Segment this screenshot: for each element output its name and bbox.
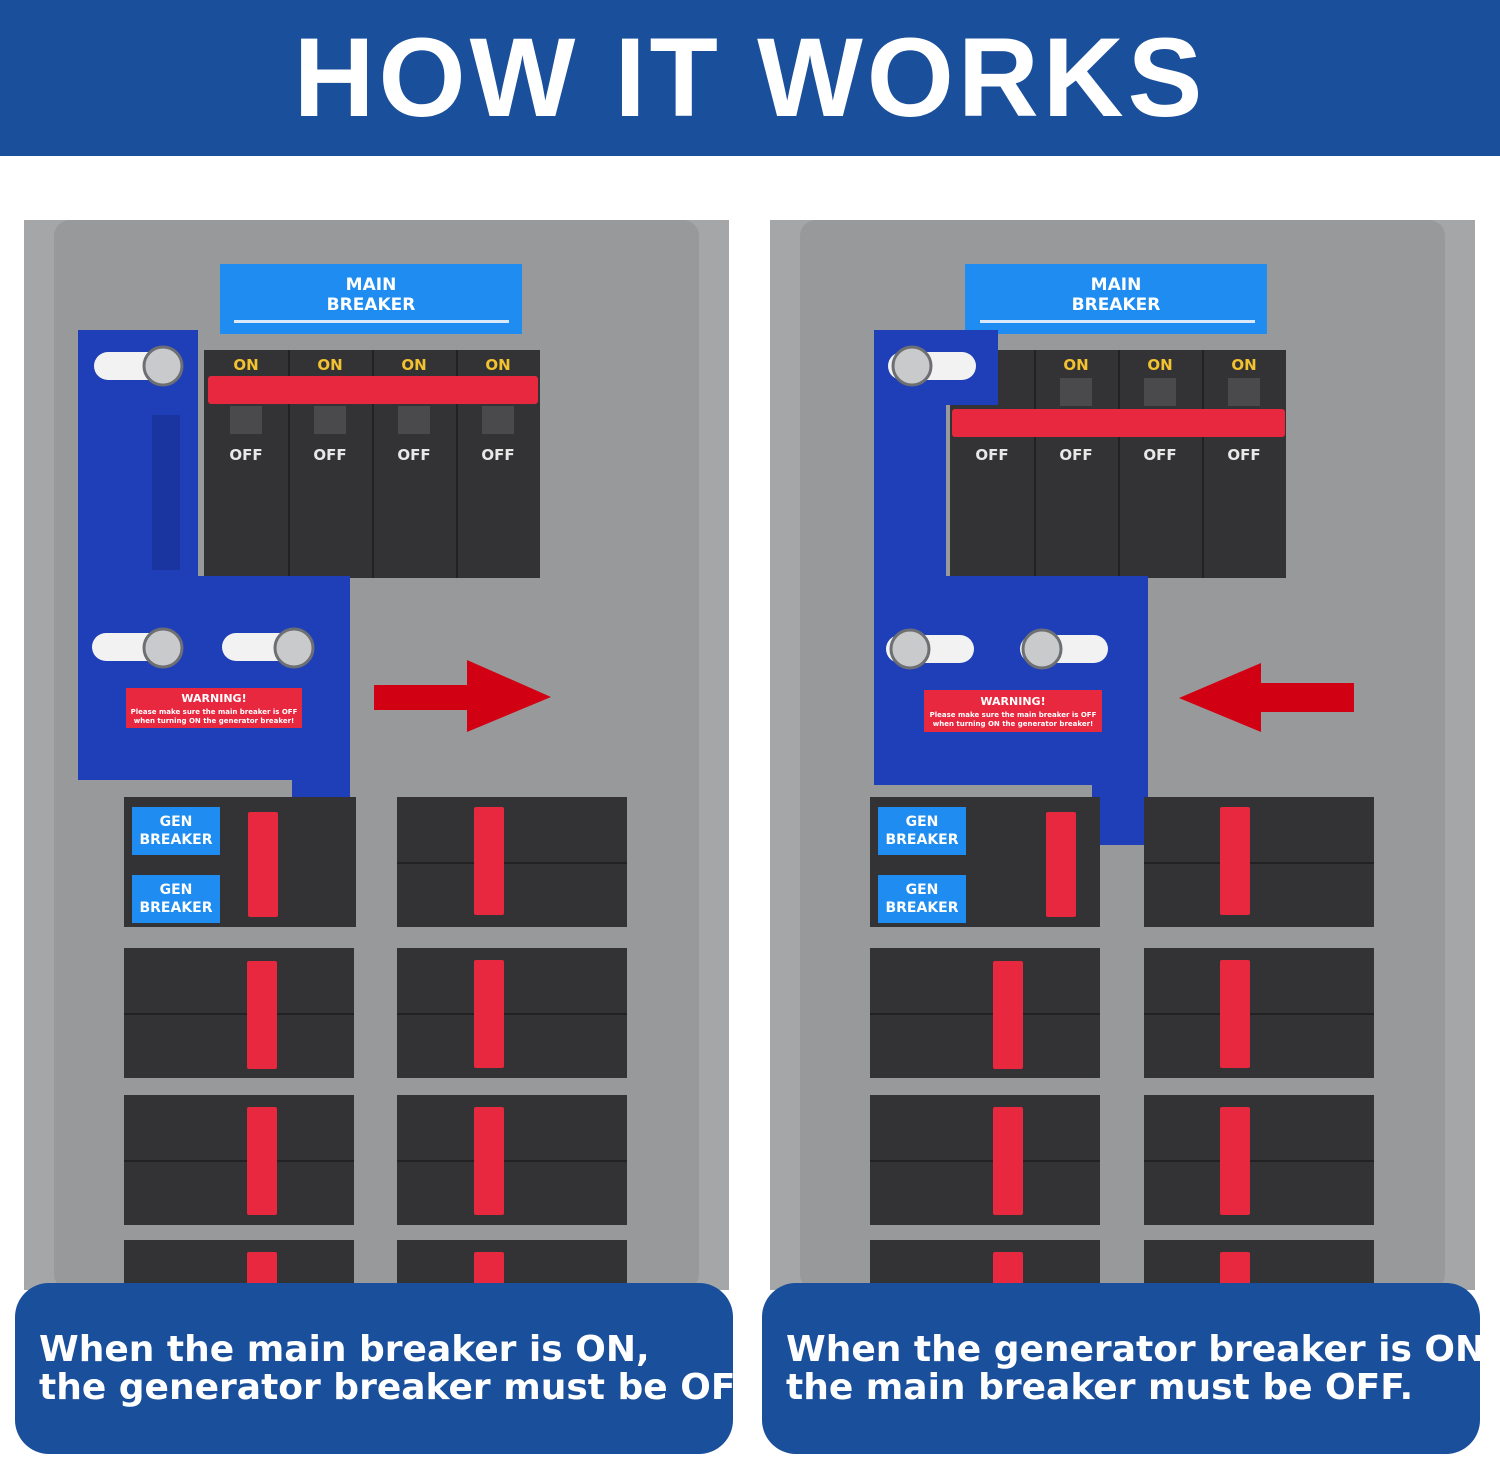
svg-text:ON: ON: [317, 356, 342, 374]
main-breaker-block: ON ON ON ON OFF OFF OFF OFF: [204, 350, 540, 578]
gen-breaker-handle: [1046, 812, 1076, 917]
svg-text:BREAKER: BREAKER: [885, 900, 958, 916]
gen-breaker-label: [878, 875, 966, 923]
svg-text:BREAKER: BREAKER: [1072, 295, 1161, 315]
svg-text:MAIN: MAIN: [1091, 275, 1142, 295]
svg-text:ON: ON: [233, 356, 258, 374]
svg-text:Please make sure the main brea: Please make sure the main breaker is OFF: [930, 711, 1097, 719]
svg-text:when turning ON the generator: when turning ON the generator breaker!: [134, 717, 294, 725]
svg-text:GEN: GEN: [160, 814, 193, 830]
svg-text:BREAKER: BREAKER: [885, 832, 958, 848]
svg-text:when turning ON the generator: when turning ON the generator breaker!: [933, 720, 1093, 728]
svg-text:ON: ON: [1231, 356, 1256, 374]
screw-icon: [142, 345, 184, 387]
main-breaker-label: MAIN BREAKER: [965, 264, 1267, 334]
panel-main-on: MAIN BREAKER ON ON ON ON OFF OFF OFF OFF: [24, 220, 729, 1290]
gen-breaker-block: GEN BREAKER GEN BREAKER: [870, 797, 1100, 927]
main-breaker-handle-bar: [208, 376, 538, 404]
svg-text:GEN: GEN: [906, 882, 939, 898]
svg-text:OFF: OFF: [1227, 446, 1260, 464]
svg-text:Please make sure the main brea: Please make sure the main breaker is OFF: [131, 708, 298, 716]
gen-breaker-block: GEN BREAKER GEN BREAKER: [124, 797, 356, 927]
svg-text:BREAKER: BREAKER: [327, 295, 416, 315]
arrow-right-icon: [374, 660, 551, 732]
screw-icon: [142, 627, 184, 669]
svg-text:ON: ON: [1063, 356, 1088, 374]
caption-right: When the generator breaker is ON, the ma…: [762, 1283, 1499, 1454]
svg-text:ON: ON: [401, 356, 426, 374]
breaker-rows: [870, 797, 1374, 1290]
main-breaker-label: MAIN BREAKER: [220, 264, 522, 334]
caption-line: the main breaker must be OFF.: [786, 1367, 1414, 1408]
caption-left: When the main breaker is ON, the generat…: [15, 1283, 769, 1454]
interlock-plate: WARNING! Please make sure the main break…: [78, 330, 350, 868]
gen-breaker-label: [132, 807, 220, 855]
svg-text:OFF: OFF: [1143, 446, 1176, 464]
screw-icon: [273, 627, 315, 669]
warning-sticker: WARNING! Please make sure the main break…: [126, 688, 302, 728]
warning-sticker: WARNING! Please make sure the main break…: [924, 690, 1102, 732]
svg-text:OFF: OFF: [229, 446, 262, 464]
svg-text:GEN: GEN: [160, 882, 193, 898]
caption-line: When the generator breaker is ON,: [786, 1329, 1499, 1370]
gen-breaker-handle: [248, 812, 278, 917]
gen-breaker-label: [132, 875, 220, 923]
svg-text:OFF: OFF: [975, 446, 1008, 464]
svg-text:BREAKER: BREAKER: [139, 832, 212, 848]
panel-illustration: MAIN BREAKER ON ON ON ON OFF OFF OFF OFF: [24, 220, 729, 1290]
svg-text:OFF: OFF: [1059, 446, 1092, 464]
svg-text:OFF: OFF: [313, 446, 346, 464]
header-banner: HOW IT WORKS: [0, 0, 1500, 156]
gen-breaker-label: [878, 807, 966, 855]
caption-line: the generator breaker must be OFF.: [39, 1367, 769, 1408]
main-breaker-block: ON ON ON OFF OFF OFF OFF: [950, 350, 1286, 578]
svg-text:ON: ON: [1147, 356, 1172, 374]
interlock-plate: WARNING! Please make sure the main break…: [874, 330, 1148, 845]
panel-generator-on: MAIN BREAKER ON ON ON OFF OFF OFF OFF: [770, 220, 1475, 1290]
screw-icon: [891, 345, 933, 387]
svg-text:OFF: OFF: [397, 446, 430, 464]
breaker-rows: [124, 797, 627, 1290]
svg-text:WARNING!: WARNING!: [980, 695, 1045, 708]
svg-text:WARNING!: WARNING!: [181, 692, 246, 705]
svg-text:MAIN: MAIN: [346, 275, 397, 295]
svg-text:OFF: OFF: [481, 446, 514, 464]
screw-icon: [1021, 628, 1063, 670]
svg-text:GEN: GEN: [906, 814, 939, 830]
caption-line: When the main breaker is ON,: [39, 1329, 650, 1370]
panel-illustration: MAIN BREAKER ON ON ON OFF OFF OFF OFF: [770, 220, 1475, 1290]
main-breaker-handle-bar: [952, 409, 1285, 437]
svg-text:BREAKER: BREAKER: [139, 900, 212, 916]
screw-icon: [889, 628, 931, 670]
arrow-left-icon: [1179, 663, 1354, 732]
svg-text:ON: ON: [485, 356, 510, 374]
page-title: HOW IT WORKS: [293, 15, 1207, 140]
